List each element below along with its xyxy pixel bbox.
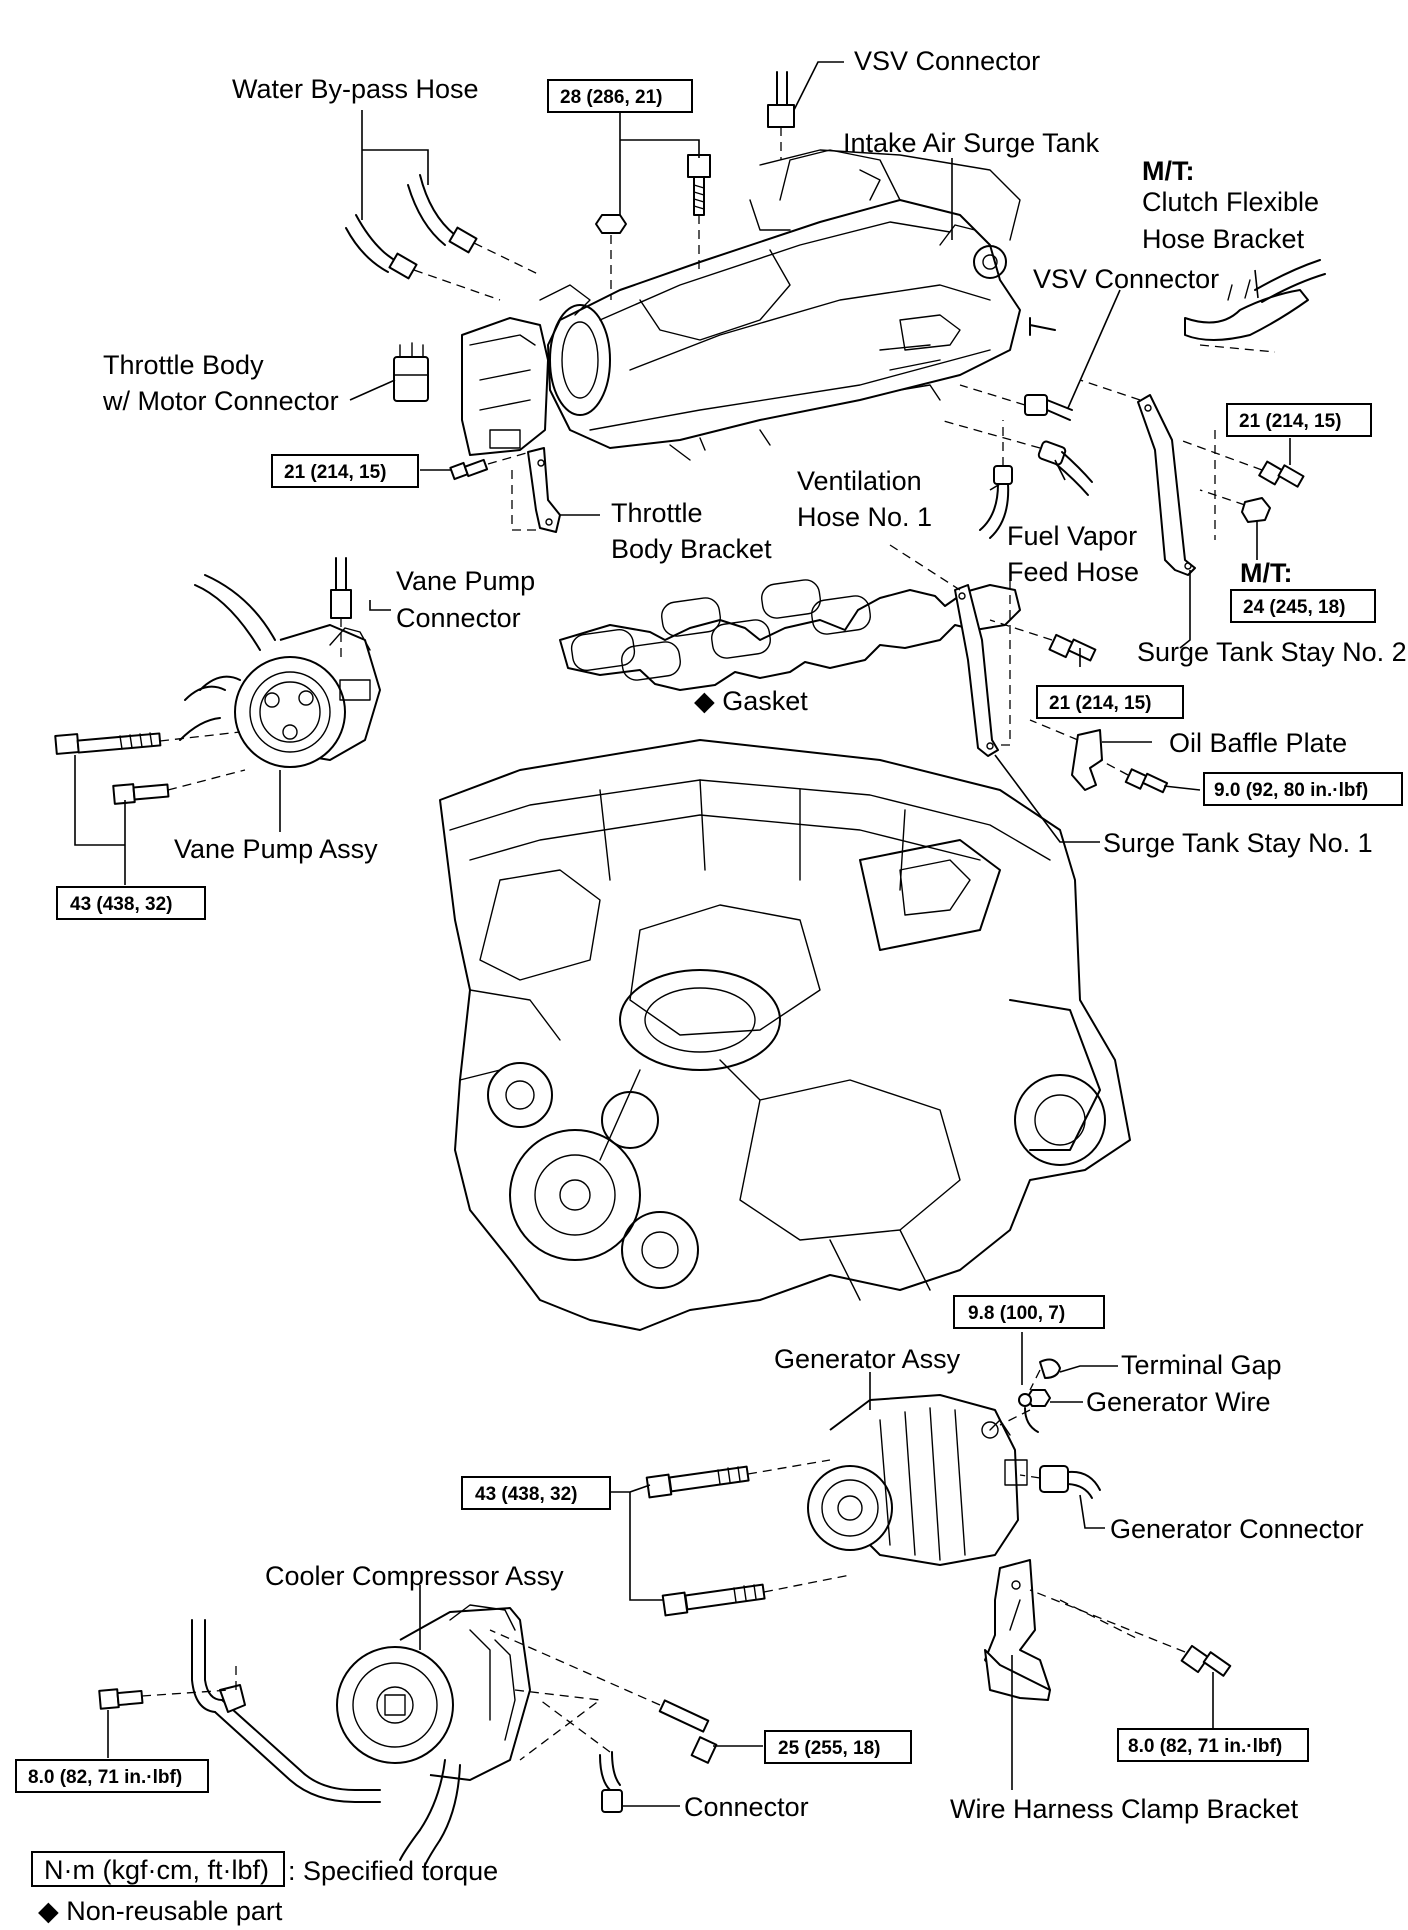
label-ventilation-hose-line2: Hose No. 1 xyxy=(797,502,932,532)
label-mt-clutch: M/T: xyxy=(1142,156,1194,186)
label-intake-air-surge-tank: Intake Air Surge Tank xyxy=(843,128,1100,158)
label-surge-tank-stay-1: Surge Tank Stay No. 1 xyxy=(1103,828,1373,858)
legend-unit-box xyxy=(31,1851,285,1887)
label-fuel-vapor-line1: Fuel Vapor xyxy=(1007,521,1137,551)
torque-box-frame xyxy=(547,79,693,113)
torque-throttle-bracket-bolt: 21 (214, 15) xyxy=(284,462,386,483)
torque-compressor-bolt: 25 (255, 18) xyxy=(778,1738,880,1759)
label-throttle-body-bracket-line1: Throttle xyxy=(611,498,703,528)
label-clutch-flexible-line1: Clutch Flexible xyxy=(1142,187,1319,217)
vane-pump-drawing xyxy=(179,574,381,768)
surge-tank-stay-2-drawing xyxy=(1079,379,1216,576)
torque-compressor-pipe-bolt: 8.0 (82, 71 in.·lbf) xyxy=(28,1767,182,1788)
label-clutch-flexible-line2: Hose Bracket xyxy=(1142,224,1305,254)
wire-harness-clamp-bracket-drawing xyxy=(984,1559,1232,1701)
label-mt-surge-stay: M/T: xyxy=(1240,558,1292,588)
terminal-gap-drawing xyxy=(1029,1358,1061,1391)
torque-intake-bolt: 28 (286, 21) xyxy=(560,87,662,108)
torque-generator-wire-nut: 9.8 (100, 7) xyxy=(968,1303,1065,1324)
throttle-body-drawing xyxy=(461,284,611,456)
label-wire-harness-clamp-bracket: Wire Harness Clamp Bracket xyxy=(950,1794,1299,1824)
labels: VSV Connector Water By-pass Hose Intake … xyxy=(102,46,1407,1824)
cooler-compressor-drawing xyxy=(336,1604,531,1866)
throttle-body-bracket-drawing xyxy=(511,447,561,533)
label-water-bypass-hose: Water By-pass Hose xyxy=(232,74,479,104)
generator-bolts-drawing xyxy=(645,1459,851,1617)
vane-pump-bolts-drawing xyxy=(54,731,246,805)
generator-connector-drawing xyxy=(1019,1465,1101,1499)
label-terminal-gap: Terminal Gap xyxy=(1121,1350,1282,1380)
compressor-connector-drawing xyxy=(539,1699,623,1813)
legend-specified-torque: : Specified torque xyxy=(288,1856,498,1886)
torque-box-frame xyxy=(1226,403,1372,437)
label-throttle-body-connector-line2: w/ Motor Connector xyxy=(102,386,339,416)
generator-wire-drawing xyxy=(999,1389,1051,1433)
compressor-bolts-drawing xyxy=(98,1629,718,1764)
vane-pump-connector-drawing xyxy=(330,557,352,660)
compressor-pipe-drawing xyxy=(191,1619,381,1803)
label-connector: Connector xyxy=(684,1792,809,1822)
torque-surge-stay-1-bolt: 21 (214, 15) xyxy=(1049,693,1151,714)
label-vane-pump-connector-line1: Vane Pump xyxy=(396,566,535,596)
label-vsv-connector-top: VSV Connector xyxy=(854,46,1040,76)
label-ventilation-hose-line1: Ventilation xyxy=(797,466,922,496)
throttle-body-connector-drawing xyxy=(393,342,429,402)
vsv-connector-top-drawing xyxy=(767,71,795,160)
label-oil-baffle-plate: Oil Baffle Plate xyxy=(1169,728,1347,758)
water-bypass-hose-drawing xyxy=(345,174,541,301)
torque-vane-pump-bolts: 43 (438, 32) xyxy=(70,894,172,915)
torque-surge-stay-2-bolt: 21 (214, 15) xyxy=(1239,411,1341,432)
label-vsv-connector-right: VSV Connector xyxy=(1033,264,1219,294)
label-generator-wire: Generator Wire xyxy=(1086,1387,1271,1417)
throttle-bracket-bolt-drawing xyxy=(449,451,531,481)
label-cooler-compressor-assy: Cooler Compressor Assy xyxy=(265,1561,564,1591)
torque-box-frame xyxy=(1203,772,1403,806)
torque-generator-bolts: 43 (438, 32) xyxy=(475,1484,577,1505)
label-gasket: ◆ Gasket xyxy=(694,686,808,716)
legend-unit-text: N·m (kgf·cm, ft·lbf) xyxy=(44,1855,269,1885)
clutch-hose-bracket-drawing xyxy=(1184,259,1326,353)
torque-box-frame xyxy=(15,1759,209,1793)
torque-box-frame xyxy=(271,454,419,488)
torque-box-frame xyxy=(764,1730,912,1764)
oil-baffle-plate-drawing xyxy=(1029,719,1169,794)
legend-non-reusable: ◆ Non-reusable part xyxy=(38,1896,283,1926)
fuel-vapor-feed-hose-drawing xyxy=(939,419,1093,496)
label-fuel-vapor-line2: Feed Hose xyxy=(1007,557,1139,587)
label-generator-connector: Generator Connector xyxy=(1110,1514,1364,1544)
torque-specs: 28 (286, 21) 21 (214, 15) 21 (214, 15) 2… xyxy=(15,79,1403,1793)
legend: N·m (kgf·cm, ft·lbf) : Specified torque … xyxy=(31,1851,498,1926)
torque-box-frame xyxy=(953,1295,1105,1329)
intake-air-surge-tank-drawing xyxy=(547,149,1056,461)
torque-box-frame xyxy=(56,886,206,920)
intake-gasket-drawing xyxy=(559,579,1021,691)
torque-surge-stay-2-nut: 24 (245, 18) xyxy=(1243,597,1345,618)
vsv-connector-right-drawing xyxy=(959,384,1073,421)
label-throttle-body-bracket-line2: Body Bracket xyxy=(611,534,772,564)
label-throttle-body-connector-line1: Throttle Body xyxy=(103,350,264,380)
generator-drawing xyxy=(807,1394,1028,1566)
engine-block-drawing xyxy=(439,739,1131,1331)
surge-tank-stay-1-bolt-drawing xyxy=(989,619,1097,662)
torque-clamp-bracket-bolt: 8.0 (82, 71 in.·lbf) xyxy=(1128,1736,1282,1757)
torque-box-frame xyxy=(1117,1728,1309,1762)
label-surge-tank-stay-2: Surge Tank Stay No. 2 xyxy=(1137,637,1407,667)
label-vane-pump-assy: Vane Pump Assy xyxy=(174,834,378,864)
label-generator-assy: Generator Assy xyxy=(774,1344,961,1374)
torque-box-frame xyxy=(1036,685,1184,719)
torque-box-frame xyxy=(461,1476,611,1510)
surge-tank-stay-2-bolt-nut-drawing xyxy=(1179,439,1305,523)
leader-lines xyxy=(74,61,1291,1807)
surge-tank-stay-1-drawing xyxy=(889,544,1011,757)
label-vane-pump-connector-line2: Connector xyxy=(396,603,521,633)
torque-box-frame xyxy=(1230,589,1376,623)
torque-oil-baffle-bolt: 9.0 (92, 80 in.·lbf) xyxy=(1214,780,1368,801)
ventilation-hose-drawing xyxy=(979,420,1013,539)
